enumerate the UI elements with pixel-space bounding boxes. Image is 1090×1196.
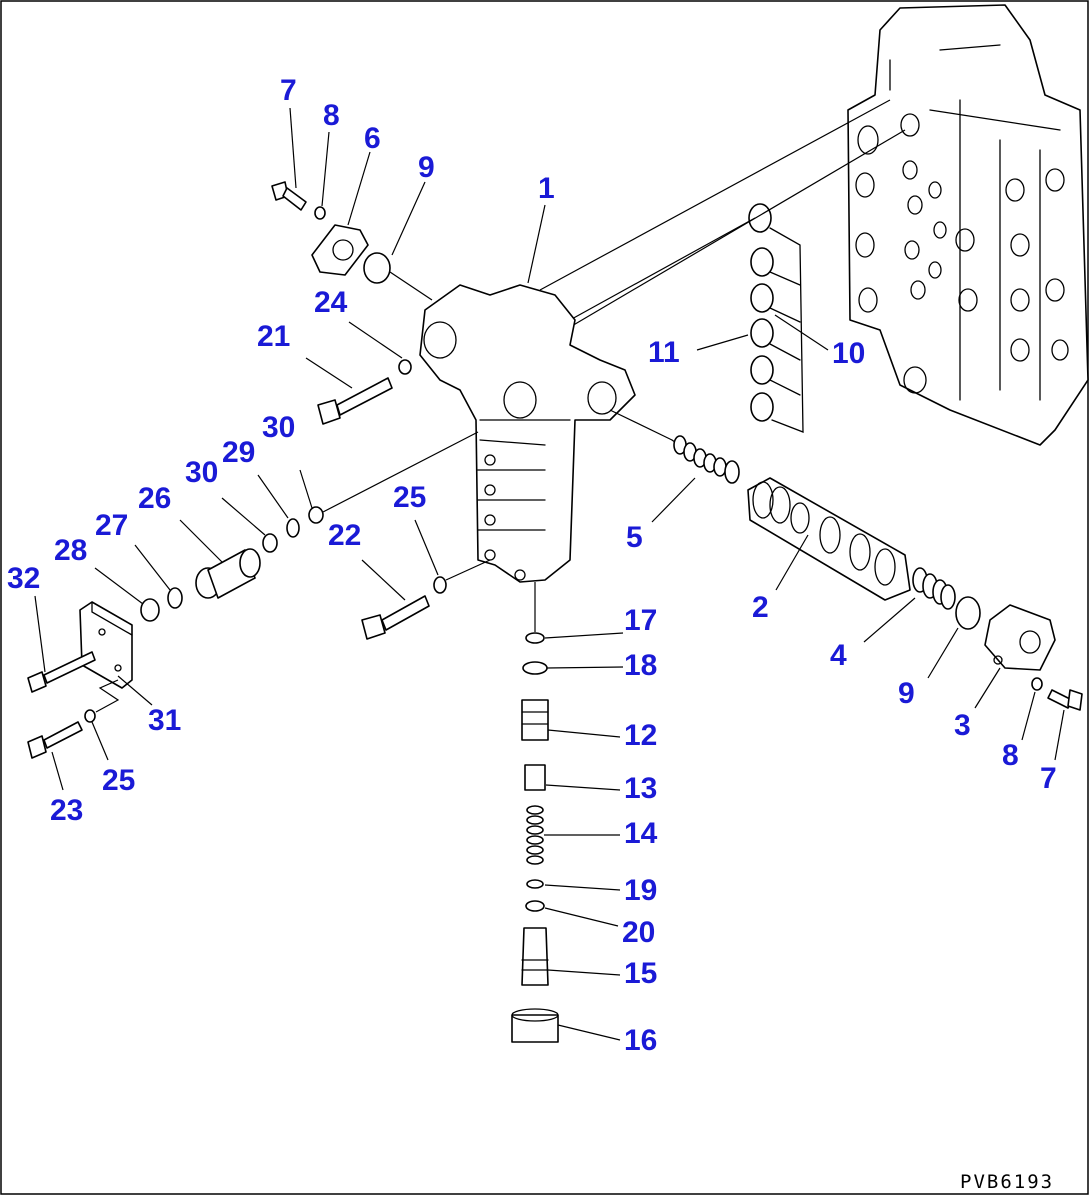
label-28: 28 xyxy=(54,534,87,567)
label-19: 19 xyxy=(624,874,657,907)
washer-20 xyxy=(525,900,545,912)
label-12: 12 xyxy=(624,719,657,752)
o-ring-right xyxy=(955,596,981,630)
label-29: 29 xyxy=(222,436,255,469)
label-22: 22 xyxy=(328,519,361,552)
spring-14 xyxy=(526,805,544,865)
stem-15 xyxy=(521,927,549,986)
cover-plate-31 xyxy=(79,601,133,689)
label-16: 16 xyxy=(624,1024,657,1057)
ring-19 xyxy=(526,879,544,889)
seat-12 xyxy=(521,699,549,741)
label-26: 26 xyxy=(138,482,171,515)
ring-29 xyxy=(286,518,300,538)
poppet-13 xyxy=(524,764,546,791)
cover-plate-right xyxy=(984,604,1056,671)
bolt-upper-left xyxy=(271,181,307,211)
ball-17 xyxy=(525,632,545,644)
washer-25-lower xyxy=(84,709,96,723)
label-7-lower: 7 xyxy=(1040,762,1057,795)
label-25-middle: 25 xyxy=(393,481,426,514)
bolt-21 xyxy=(317,377,393,425)
label-6: 6 xyxy=(364,122,381,155)
plug-26 xyxy=(195,548,261,599)
assembly-line-middle xyxy=(564,129,906,331)
label-8-upper: 8 xyxy=(323,99,340,132)
label-27: 27 xyxy=(95,509,128,542)
label-14: 14 xyxy=(624,817,658,850)
label-24: 24 xyxy=(314,286,348,319)
label-17: 17 xyxy=(624,604,657,637)
label-8-lower: 8 xyxy=(1002,739,1019,772)
label-25-lower: 25 xyxy=(102,764,135,797)
label-18: 18 xyxy=(624,649,657,682)
label-3: 3 xyxy=(954,709,971,742)
spring-5 xyxy=(609,409,740,484)
main-valve-body xyxy=(847,4,1089,446)
part-numbers: 1 2 3 4 5 6 7 7 8 8 9 9 10 11 12 13 14 1… xyxy=(7,74,1057,1057)
washer-right xyxy=(1031,677,1043,691)
label-13: 13 xyxy=(624,772,657,805)
assembly-line-oring xyxy=(569,217,756,321)
label-23: 23 xyxy=(50,794,83,827)
label-11: 11 xyxy=(648,336,680,369)
washer-30-upper xyxy=(308,506,324,524)
label-30-upper: 30 xyxy=(262,411,295,444)
label-21: 21 xyxy=(257,320,290,353)
washer-upper-left xyxy=(314,206,326,220)
spool-2 xyxy=(747,477,911,601)
bolt-23 xyxy=(27,721,83,759)
washer-28 xyxy=(140,598,160,622)
o-ring-set xyxy=(748,203,804,433)
label-10: 10 xyxy=(832,337,865,370)
label-9-upper: 9 xyxy=(418,151,435,184)
spring-4 xyxy=(912,567,956,610)
label-15: 15 xyxy=(624,957,657,990)
bolt-32 xyxy=(27,651,96,693)
label-7-upper: 7 xyxy=(280,74,297,107)
label-31: 31 xyxy=(148,704,181,737)
bolt-22 xyxy=(361,595,430,640)
label-20: 20 xyxy=(622,916,655,949)
bolt-right xyxy=(1047,689,1083,711)
diagram-code: PVB6193 xyxy=(960,1171,1054,1193)
label-32: 32 xyxy=(7,562,40,595)
o-ring-upper-left xyxy=(363,252,391,284)
label-1: 1 xyxy=(538,172,555,205)
washer-25-middle xyxy=(433,576,447,594)
label-5: 5 xyxy=(626,521,643,554)
label-4: 4 xyxy=(830,639,847,672)
label-30-lower: 30 xyxy=(185,456,218,489)
seal-18 xyxy=(522,661,548,675)
nut-16 xyxy=(511,1008,559,1043)
label-2: 2 xyxy=(752,591,769,624)
cover-plate-upper xyxy=(311,224,369,276)
washer-30-lower xyxy=(262,533,278,553)
valve-body xyxy=(419,284,636,583)
leader-lines xyxy=(34,107,1065,1041)
washer-24 xyxy=(398,359,412,375)
assembly-line-upper xyxy=(539,99,891,291)
o-ring-27 xyxy=(167,587,183,609)
label-9-lower: 9 xyxy=(898,677,915,710)
